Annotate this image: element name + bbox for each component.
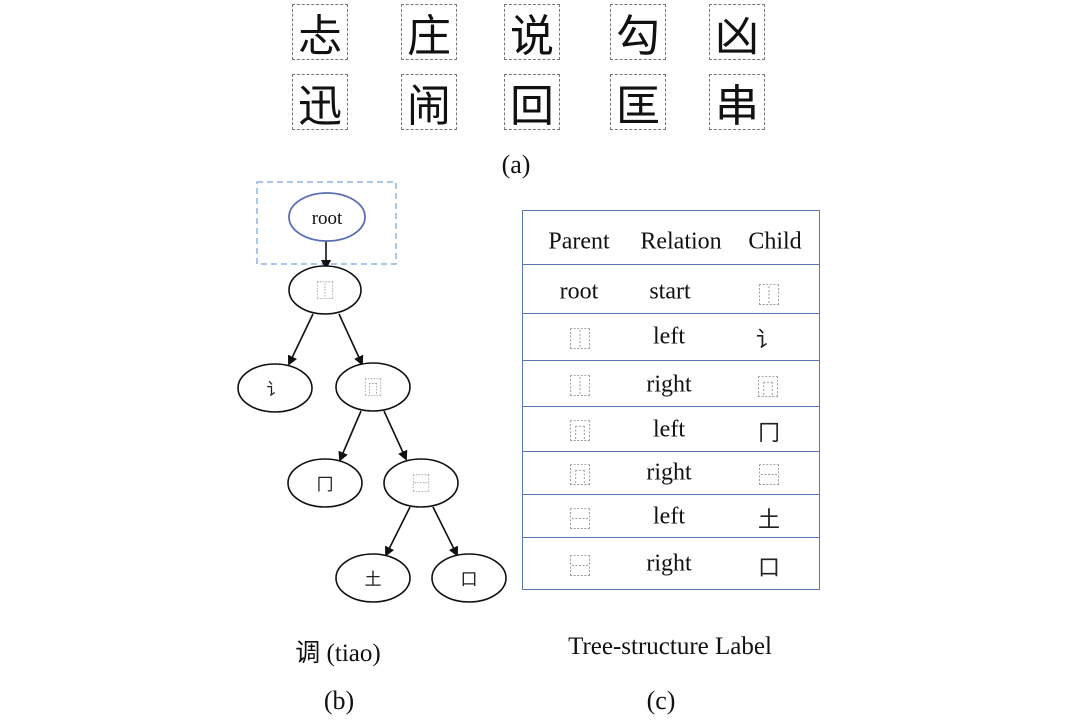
table-cell: root (559, 278, 599, 305)
char: 凶 (715, 11, 759, 62)
char: 串 (715, 81, 759, 132)
header-relation: Relation (640, 228, 722, 255)
table-divider (523, 264, 819, 265)
tree-node-label: 口 (461, 570, 478, 590)
tree-node-label: ⿰ (316, 281, 334, 302)
table-divider (523, 360, 819, 361)
table-cell: ⿰ (757, 284, 781, 309)
char-box: 闹 (401, 74, 457, 132)
table-cell: 口 (757, 556, 781, 581)
edge-n3-n4 (338, 410, 362, 462)
table-cell: right (646, 550, 692, 577)
caption-b: (b) (323, 686, 355, 715)
table-cell: ⿵ (756, 376, 780, 401)
table-cell: 讠 (755, 328, 779, 353)
edge-n1-n2 (287, 313, 314, 366)
char: 回 (510, 81, 554, 132)
char-caption: 调 (tiao) (295, 640, 381, 667)
table-cell: ⿵ (568, 420, 592, 445)
char-box: 迅 (292, 74, 348, 132)
tree-node (335, 362, 411, 412)
char-box: 忐 (292, 4, 348, 62)
table-cell: ⿰ (568, 375, 592, 400)
table-cell: ⿱ (568, 555, 592, 580)
header-parent: Parent (548, 228, 610, 255)
tree-node (287, 458, 363, 508)
tree-node (288, 265, 362, 315)
table-cell: 冂 (757, 421, 781, 446)
root-node (288, 192, 366, 242)
table-cell: ⿵ (568, 464, 592, 489)
tree-node-label: 土 (365, 570, 382, 590)
table-cell: ⿱ (757, 464, 781, 489)
table-cell: right (646, 371, 692, 398)
char-box: 庄 (401, 4, 457, 62)
caption-c: (c) (646, 686, 676, 715)
char: 庄 (407, 11, 451, 62)
char: 闹 (407, 81, 451, 132)
table-label: Tree-structure Label (568, 633, 772, 660)
table-cell: left (653, 503, 685, 530)
table-cell: right (646, 459, 692, 486)
tree-node (431, 553, 507, 603)
tree-node-label: ⿱ (412, 474, 430, 495)
table-cell: start (649, 278, 691, 305)
char-box: 回 (504, 74, 560, 132)
table-divider (523, 406, 819, 407)
char: 忐 (298, 11, 342, 62)
edge-n5-n7 (432, 506, 458, 557)
edge-n1-n3 (338, 313, 364, 366)
root-node-label: root (312, 208, 343, 229)
tree-node-label: 讠 (267, 380, 284, 400)
tree-node-label: ⿵ (364, 378, 382, 399)
tree-structure-table: Parent Relation Child root start ⿰ ⿰ lef… (522, 210, 820, 590)
table-divider (523, 494, 819, 495)
table-cell: left (653, 416, 685, 443)
table-cell: 土 (757, 508, 781, 533)
char: 迅 (298, 81, 342, 132)
table-cell: ⿱ (568, 508, 592, 533)
tree-node (383, 458, 459, 508)
table-cell: left (653, 323, 685, 350)
char-box: 串 (709, 74, 765, 132)
table-divider (523, 313, 819, 314)
char-box: 凶 (709, 4, 765, 62)
edge-n3-n5 (383, 410, 408, 461)
char: 勾 (616, 11, 660, 62)
tree-node (335, 553, 411, 603)
tree-node-label: 冂 (317, 475, 334, 495)
table-divider (523, 537, 819, 538)
char-box: 匡 (610, 74, 666, 132)
tree-node (237, 363, 313, 413)
caption-a: (a) (501, 150, 531, 179)
header-child: Child (748, 228, 802, 255)
char: 匡 (616, 81, 660, 132)
char-box: 勾 (610, 4, 666, 62)
char: 说 (510, 11, 554, 62)
table-divider (523, 451, 819, 452)
char-box: 说 (504, 4, 560, 62)
table-cell: ⿰ (568, 328, 592, 353)
edge-n5-n6 (385, 506, 411, 557)
